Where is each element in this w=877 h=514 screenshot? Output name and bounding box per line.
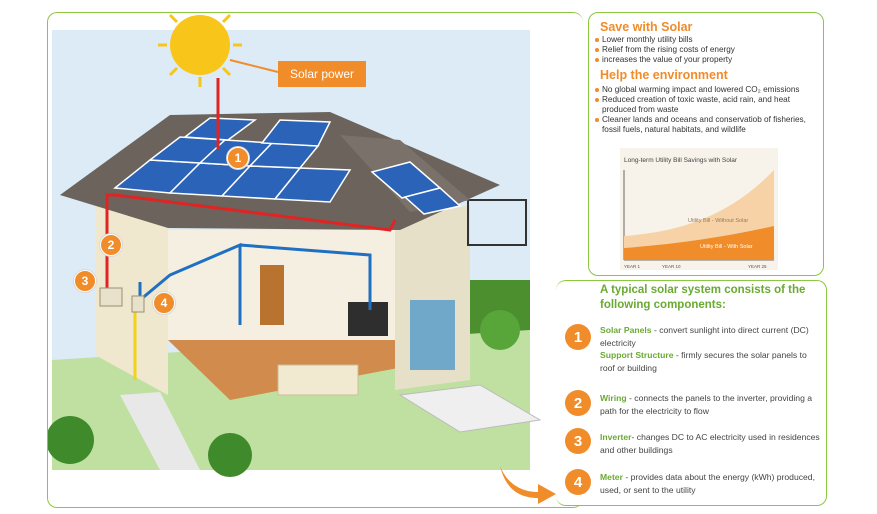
component-inverter: Inverter- changes DC to AC electricity u… [600, 431, 822, 456]
component-desc: - convert sunlight into direct current (… [600, 325, 809, 348]
chart-title: Long-term Utility Bill Savings with Sola… [624, 157, 738, 164]
env-item: No global warming impact and lowered CO₂… [595, 85, 821, 95]
inverter-box [99, 287, 123, 307]
component-desc: - changes DC to AC electricity used in r… [600, 432, 820, 455]
meter-box [131, 295, 145, 313]
component-number-2: 2 [565, 390, 591, 416]
path-stones [120, 392, 200, 470]
marker-1: 1 [227, 147, 249, 169]
solar-label-connector [229, 59, 279, 73]
deck [398, 384, 542, 433]
save-item: Relief from the rising costs of energy [595, 45, 821, 55]
sun-icon [158, 13, 242, 87]
component-name: Support Structure [600, 350, 674, 360]
window-right [410, 300, 455, 370]
env-list: No global warming impact and lowered CO₂… [595, 85, 821, 135]
label-without-solar: Utility Bill - Without Solar [688, 218, 748, 224]
wire-blue [138, 242, 242, 325]
component-name: Wiring [600, 393, 627, 403]
wire-blue-right [239, 243, 372, 310]
save-list: Lower monthly utility bills Relief from … [595, 35, 821, 65]
component-number-1: 1 [565, 324, 591, 350]
marker-2: 2 [100, 234, 122, 256]
component-desc: - provides data about the energy (kWh) p… [600, 472, 815, 495]
marker-3: 3 [74, 270, 96, 292]
bush-right [480, 310, 520, 350]
x-tick-3: YEAR 25 [748, 264, 767, 269]
wire-red-roof [105, 193, 397, 232]
component-number-4: 4 [565, 469, 591, 495]
x-tick-1: YEAR 1 [624, 264, 641, 269]
components-panel [556, 280, 827, 506]
marker-4: 4 [153, 292, 175, 314]
solar-panel-array [113, 117, 462, 215]
arrow-pointer-icon [500, 466, 556, 504]
component-name: Meter [600, 472, 623, 482]
tv [348, 302, 388, 336]
env-item: Reduced creation of toxic waste, acid ra… [595, 95, 821, 115]
save-item: increases the value of your property [595, 55, 821, 65]
component-solar-panels: Solar Panels - convert sunlight into dir… [600, 324, 822, 374]
component-number-3: 3 [565, 428, 591, 454]
component-wiring: Wiring - connects the panels to the inve… [600, 392, 822, 417]
component-meter: Meter - provides data about the energy (… [600, 471, 822, 496]
components-title: A typical solar system consists of the f… [600, 284, 806, 311]
solar-power-label: Solar power [278, 61, 366, 87]
x-tick-2: YEAR 10 [662, 264, 681, 269]
door [260, 265, 284, 325]
sofa [277, 364, 359, 396]
illustration-frame [47, 12, 583, 508]
component-name: Solar Panels [600, 325, 652, 335]
save-heading: Save with Solar [600, 20, 693, 34]
component-desc: - firmly secures the solar panels to roo… [600, 350, 807, 373]
component-desc: - connects the panels to the inverter, p… [600, 393, 813, 416]
label-with-solar: Utility Bill - With Solar [700, 244, 753, 250]
save-item: Lower monthly utility bills [595, 35, 821, 45]
component-name: Inverter [600, 432, 632, 442]
house-illustration [48, 13, 542, 477]
balcony [467, 199, 527, 246]
env-item: Cleaner lands and oceans and conservatio… [595, 115, 821, 135]
savings-chart: Long-term Utility Bill Savings with Sola… [620, 148, 778, 270]
env-heading: Help the environment [600, 68, 728, 82]
area-with-solar [624, 226, 774, 260]
bush-bottom [208, 433, 252, 477]
bush-left [48, 416, 94, 464]
